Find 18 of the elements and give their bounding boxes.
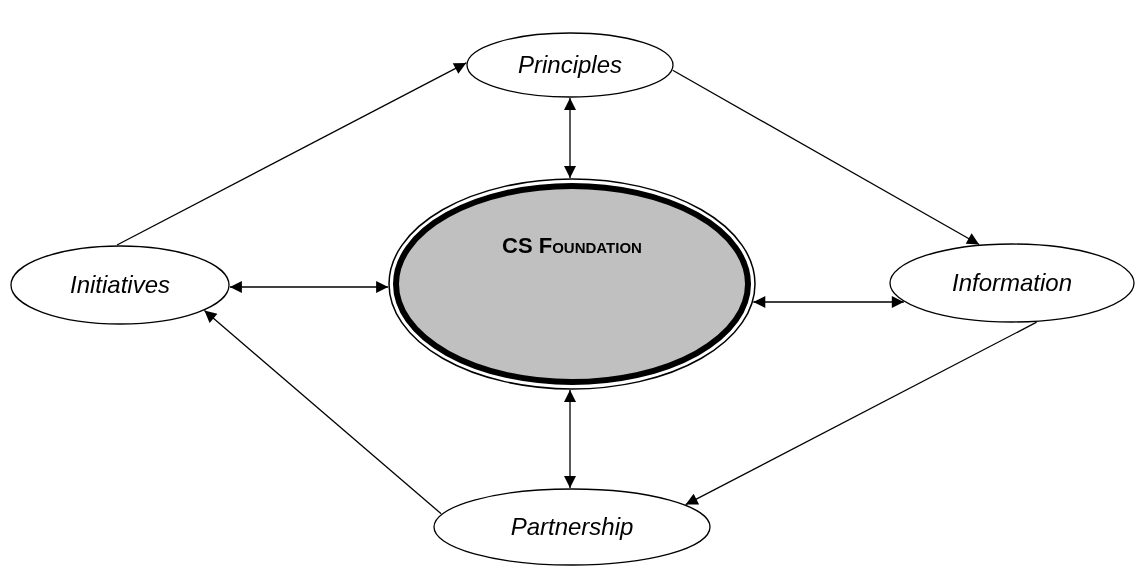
node-label: Principles	[517, 51, 622, 79]
arrow	[564, 97, 576, 179]
node-label: Partnership	[510, 513, 634, 541]
arrow	[116, 62, 467, 246]
ellipse-node	[10, 245, 230, 325]
ellipse-node	[889, 243, 1135, 323]
node-label: Information	[951, 269, 1073, 297]
arrow	[229, 281, 389, 293]
ellipse-node	[433, 488, 711, 566]
arrow	[752, 296, 905, 308]
arrow	[564, 389, 576, 489]
arrow	[685, 321, 1038, 506]
node-label: Initiatives	[69, 271, 170, 299]
node-label: CS Foundation	[502, 233, 642, 259]
arrow	[203, 309, 442, 515]
arrow	[672, 69, 980, 246]
central-ellipse-node	[388, 178, 756, 390]
ellipse-node	[466, 32, 674, 98]
